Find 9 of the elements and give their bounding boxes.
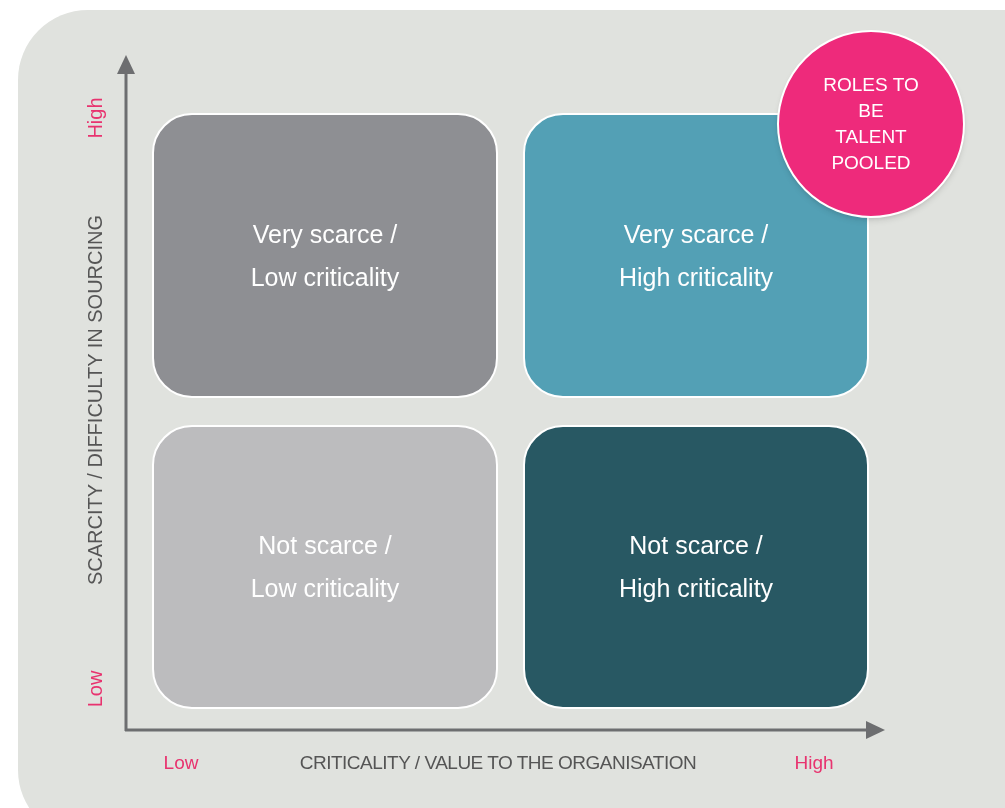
quadrant-box: Not scarce / High criticality — [523, 425, 869, 709]
axis-label: Low — [85, 670, 105, 708]
axis-label: High — [85, 97, 105, 139]
quadrant-box: Not scarce / Low criticality — [152, 425, 498, 709]
axis-label: CRITICALITY / VALUE TO THE ORGANISATION — [299, 752, 697, 772]
axis-label: High — [794, 752, 834, 772]
quadrant-box: Very scarce / Low criticality — [152, 113, 498, 398]
axis-label: SCARCITY / DIFFICULTY IN SOURCING — [85, 215, 105, 585]
axis-label: Low — [163, 752, 199, 772]
